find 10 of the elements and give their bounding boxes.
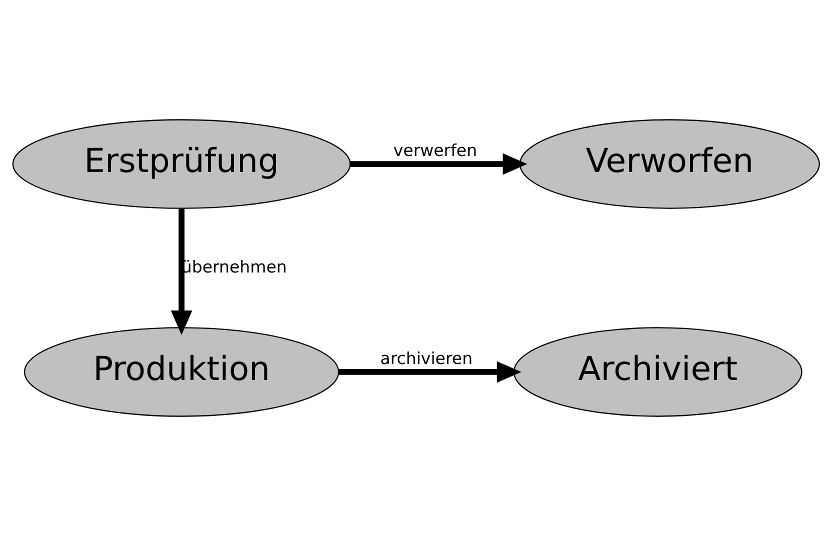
arrow [170,208,192,334]
node-ellipse: Erstprüfung [12,118,351,208]
node-ellipse: Verworfen [519,118,820,208]
node-ellipse: Archiviert [513,326,802,416]
arrow [338,360,522,382]
edge-label: übernehmen [181,256,287,276]
arrow [350,152,528,174]
node-ellipse: Produktion [24,326,340,416]
edge-label: archivieren [380,348,473,368]
edge-label: verwerfen [393,140,478,160]
